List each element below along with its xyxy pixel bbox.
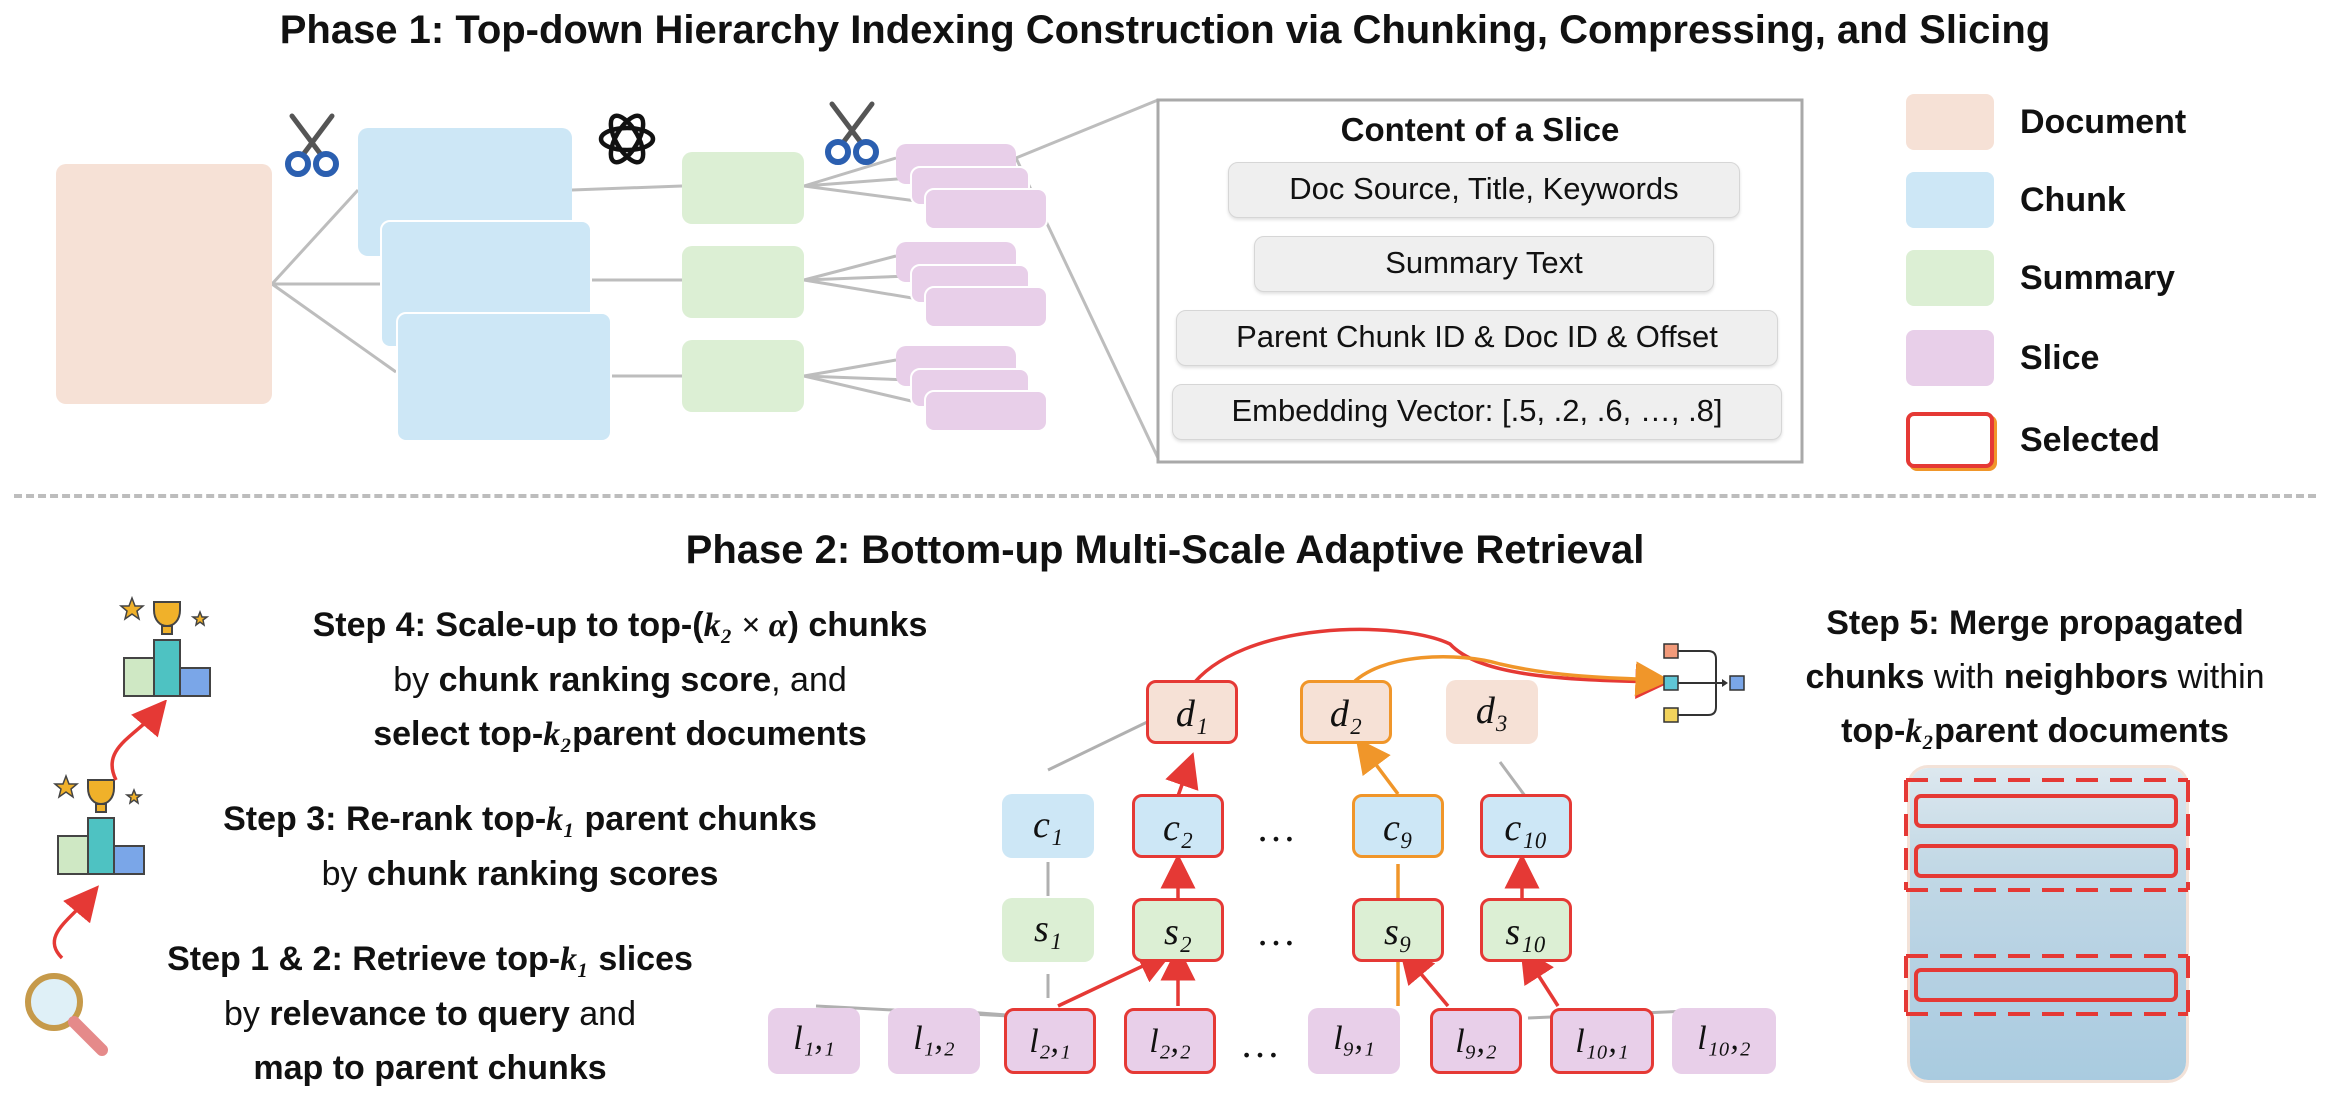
scissors-icon [285,113,339,177]
tree-node-slice-10-2: l₁₀,₂ [1672,1008,1776,1074]
progress-arrows [52,700,168,960]
tree-node-summary-1: s₁ [1002,898,1094,962]
document-block [56,164,272,404]
step3-text: Step 3: Re-rank top-k₁ parent chunks by … [223,800,817,893]
step12-text: Step 1 & 2: Retrieve top-k₁ slices by re… [167,940,693,1087]
slice-block [924,286,1048,328]
legend-swatch-selected [1906,412,1994,468]
merged-selection-overlay [1904,778,2190,1016]
tree-node-slice-9-2: l₉,₂ [1430,1008,1522,1074]
phase-divider [14,494,2316,498]
tree-node-slice-9-1: l₉,₁ [1308,1008,1400,1074]
tree-node-slice-2-2: l₂,₂ [1124,1008,1216,1074]
slice-field-embedding: Embedding Vector: [.5, .2, .6, …, .8] [1172,384,1782,440]
tree-ellipsis: … [1256,909,1296,954]
legend-swatch-chunk [1906,172,1994,228]
summary-block [682,340,804,412]
chunk-block [396,312,612,442]
phase1-title: Phase 1: Top-down Hierarchy Indexing Con… [279,8,2051,52]
tree-node-doc-3: d₃ [1446,680,1538,744]
tree-node-chunk-1: c₁ [1002,794,1094,858]
legend-label-document: Document [2020,103,2187,141]
legend-label-selected: Selected [2020,421,2160,459]
tree-node-slice-1-1: l₁,₁ [768,1008,860,1074]
slice-panel-title: Content of a Slice [1340,111,1620,148]
tree-ellipsis: … [1240,1021,1280,1066]
magnifier-icon [25,973,108,1056]
tree-ellipsis: … [1256,805,1296,850]
trophy-podium-icon [52,773,145,875]
summary-block [682,246,804,318]
summary-block [682,152,804,224]
openai-icon [598,113,656,165]
slice-block [924,390,1048,432]
slice-field-summary: Summary Text [1254,236,1714,292]
tree-node-slice-1-2: l₁,₂ [888,1008,980,1074]
tree-edges [815,627,1713,1020]
slice-block [924,188,1048,230]
tree-node-chunk-2: c₂ [1132,794,1224,858]
trophy-podium-icon [118,595,211,697]
tree-node-summary-9: s₉ [1352,898,1444,962]
merged-document [1910,768,2186,1080]
phase2-title: Phase 2: Bottom-up Multi-Scale Adaptive … [685,528,1645,572]
tree-node-doc-2: d₂ [1300,680,1392,744]
legend-label-chunk: Chunk [2020,181,2126,219]
legend-swatch-document [1906,94,1994,150]
merge-icon [1663,643,1745,723]
slice-field-source: Doc Source, Title, Keywords [1228,162,1740,218]
legend-label-slice: Slice [2020,339,2100,377]
tree-node-summary-2: s₂ [1132,898,1224,962]
tree-node-slice-2-1: l₂,₁ [1004,1008,1096,1074]
scissors-icon [825,101,879,165]
slice-field-parent-ids: Parent Chunk ID & Doc ID & Offset [1176,310,1778,366]
phase1-edges [270,98,1804,464]
legend-swatch-summary [1906,250,1994,306]
step5-text: Step 5: Merge propagated chunks with nei… [1805,604,2265,750]
tree-node-slice-10-1: l₁₀,₁ [1550,1008,1654,1074]
legend-swatch-slice [1906,330,1994,386]
step4-text: Step 4: Scale-up to top-(k₂ × α) chunks … [312,606,928,753]
tree-node-summary-10: s₁₀ [1480,898,1572,962]
tree-node-chunk-9: c₉ [1352,794,1444,858]
tree-node-doc-1: d₁ [1146,680,1238,744]
legend-label-summary: Summary [2020,259,2175,297]
tree-node-chunk-10: c₁₀ [1480,794,1572,858]
